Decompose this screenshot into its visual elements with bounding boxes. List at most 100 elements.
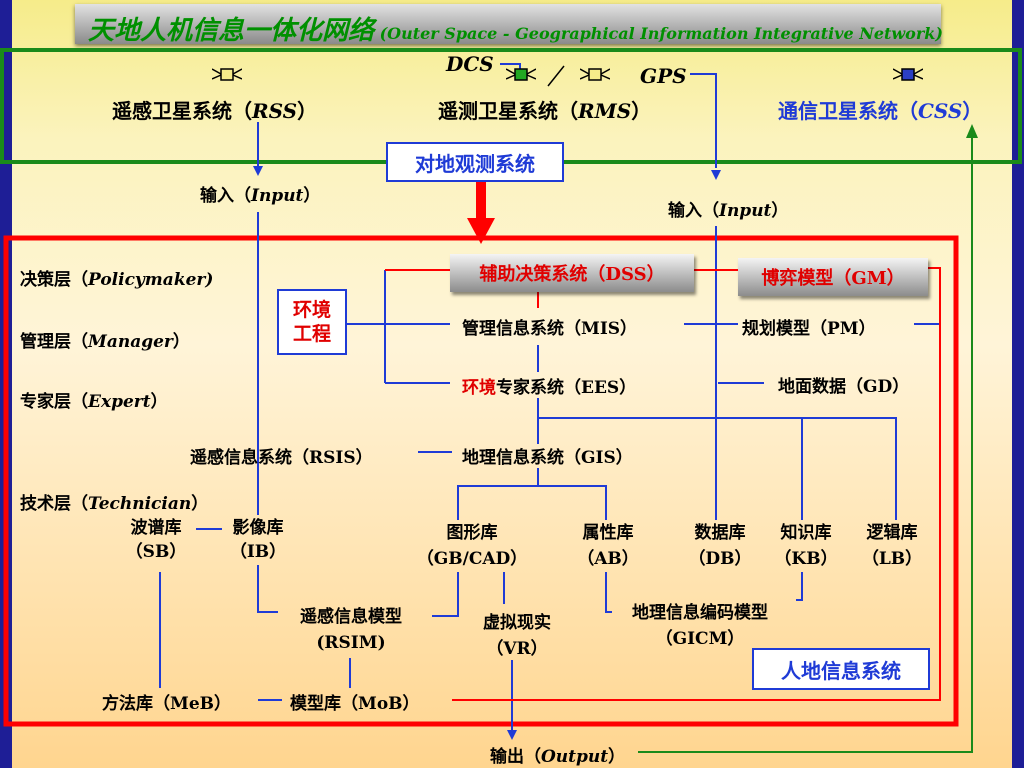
dss-box: 辅助决策系统（DSS） <box>450 254 694 292</box>
rms-abbr: RMS <box>578 99 632 123</box>
divider-slash-icon <box>547 65 565 87</box>
technician-en: Technician <box>88 494 192 514</box>
kb-abbr: （KB） <box>774 549 838 569</box>
technician-cn: 技术层（ <box>20 494 88 514</box>
meb-label: 方法库（MeB） <box>102 694 232 714</box>
dcs-satellite-icon <box>506 68 536 81</box>
gm-box: 博弈模型（GM） <box>738 258 928 296</box>
ab-library: 属性库 （AB） <box>564 520 652 572</box>
left-input-cn: 输入（ <box>200 186 251 206</box>
css-satellite-icon <box>893 68 923 81</box>
manager-cn: 管理层（ <box>20 332 88 352</box>
ib-library: 影像库 （IB） <box>214 516 302 564</box>
rsim-name: 遥感信息模型 <box>300 607 402 627</box>
gps-label: GPS <box>640 64 687 88</box>
ib-name: 影像库 <box>232 518 284 538</box>
gicm-name: 地理信息编码模型 <box>632 603 768 623</box>
pm-label: 规划模型（PM） <box>742 319 876 339</box>
vr-name: 虚拟现实 <box>483 613 551 633</box>
technician-close: ） <box>191 494 209 514</box>
output-label: 输出（Output） <box>490 742 625 767</box>
rms-close: ） <box>631 99 652 123</box>
lb-library: 逻辑库 （LB） <box>848 520 936 572</box>
left-input-en: Input <box>251 186 304 206</box>
expert-close: ） <box>150 392 168 412</box>
rsis-label: 遥感信息系统（RSIS） <box>190 448 373 468</box>
title-bar <box>75 4 941 44</box>
lb-abbr: （LB） <box>861 549 923 569</box>
rss-abbr: RSS <box>252 99 298 123</box>
gps-satellite-icon <box>580 68 610 81</box>
gb-abbr: （GB/CAD） <box>416 549 528 569</box>
rss-satellite-icon <box>212 68 242 81</box>
rss-name: 遥感卫星系统（ <box>112 99 252 123</box>
title-english: (Outer Space - Geographical Information … <box>379 24 943 43</box>
gicm-abbr: （GICM） <box>655 629 745 649</box>
rms-name: 遥测卫星系统（ <box>438 99 578 123</box>
env-engineering-line2: 工程 <box>292 323 331 345</box>
rsim-abbr: (RSIM) <box>316 633 386 653</box>
policymaker-layer: 决策层（Policymaker) <box>20 265 213 290</box>
vr-model: 虚拟现实 （VR） <box>462 610 572 662</box>
title-chinese: 天地人机信息一体化网络 <box>88 16 375 46</box>
css-abbr: CSS <box>918 99 963 123</box>
rss-label: 遥感卫星系统（RSS） <box>112 95 317 124</box>
mob-label: 模型库（MoB） <box>290 694 420 714</box>
dcs-label: DCS <box>446 52 494 76</box>
lb-name: 逻辑库 <box>866 523 918 543</box>
css-close: ） <box>962 99 983 123</box>
ib-abbr: （IB） <box>229 542 287 562</box>
gm-label: 博弈模型（GM） <box>761 268 905 289</box>
ab-name: 属性库 <box>582 523 634 543</box>
output-close: ） <box>608 747 626 767</box>
gis-label: 地理信息系统（GIS） <box>462 448 633 468</box>
left-input-label: 输入（Input） <box>200 181 320 206</box>
rsim-model: 遥感信息模型 (RSIM) <box>276 604 426 656</box>
gb-library: 图形库 （GB/CAD） <box>406 520 538 572</box>
right-input-close: ） <box>771 201 789 221</box>
db-library: 数据库 （DB） <box>676 520 764 572</box>
kb-name: 知识库 <box>780 523 832 543</box>
db-abbr: （DB） <box>688 549 752 569</box>
expert-cn: 专家层（ <box>20 392 88 412</box>
rms-label: 遥测卫星系统（RMS） <box>438 95 651 124</box>
output-en: Output <box>541 747 609 767</box>
sb-library: 波谱库 （SB） <box>112 516 200 564</box>
right-input-cn: 输入（ <box>668 201 719 221</box>
sb-abbr: （SB） <box>125 542 187 562</box>
ees-red-part: 环境 <box>462 378 496 398</box>
css-name: 通信卫星系统（ <box>778 99 918 123</box>
right-sidebar-strip <box>1012 0 1024 768</box>
right-input-en: Input <box>719 201 772 221</box>
env-engineering-line1: 环境 <box>292 299 331 321</box>
vr-abbr: （VR） <box>486 639 548 659</box>
kb-library: 知识库 （KB） <box>762 520 850 572</box>
mis-label: 管理信息系统（MIS） <box>462 319 638 339</box>
page-title: 天地人机信息一体化网络 (Outer Space - Geographical … <box>88 10 943 47</box>
output-cn: 输出（ <box>490 747 541 767</box>
policymaker-cn: 决策层（ <box>20 270 88 290</box>
expert-layer: 专家层（Expert） <box>20 387 168 412</box>
ees-rest-part: 专家系统（EES） <box>496 378 637 398</box>
gd-label: 地面数据（GD） <box>778 377 910 397</box>
expert-en: Expert <box>88 392 151 412</box>
gb-name: 图形库 <box>446 523 498 543</box>
sb-name: 波谱库 <box>130 518 182 538</box>
technician-layer: 技术层（Technician） <box>20 489 208 514</box>
ees-label: 环境专家系统（EES） <box>462 373 636 398</box>
env-engineering-box: 环境 工程 <box>277 289 347 355</box>
manager-en: Manager <box>88 332 173 352</box>
gicm-model: 地理信息编码模型 （GICM） <box>600 600 800 652</box>
ab-abbr: （AB） <box>577 549 639 569</box>
observation-system-box: 对地观测系统 <box>386 142 564 182</box>
human-earth-system-label: 人地信息系统 <box>781 658 901 683</box>
manager-close: ） <box>172 332 190 352</box>
human-earth-system-box: 人地信息系统 <box>752 648 930 690</box>
db-name: 数据库 <box>694 523 746 543</box>
observation-system-label: 对地观测系统 <box>415 151 535 176</box>
right-input-label: 输入（Input） <box>668 196 788 221</box>
css-label: 通信卫星系统（CSS） <box>778 95 982 124</box>
left-input-close: ） <box>303 186 321 206</box>
